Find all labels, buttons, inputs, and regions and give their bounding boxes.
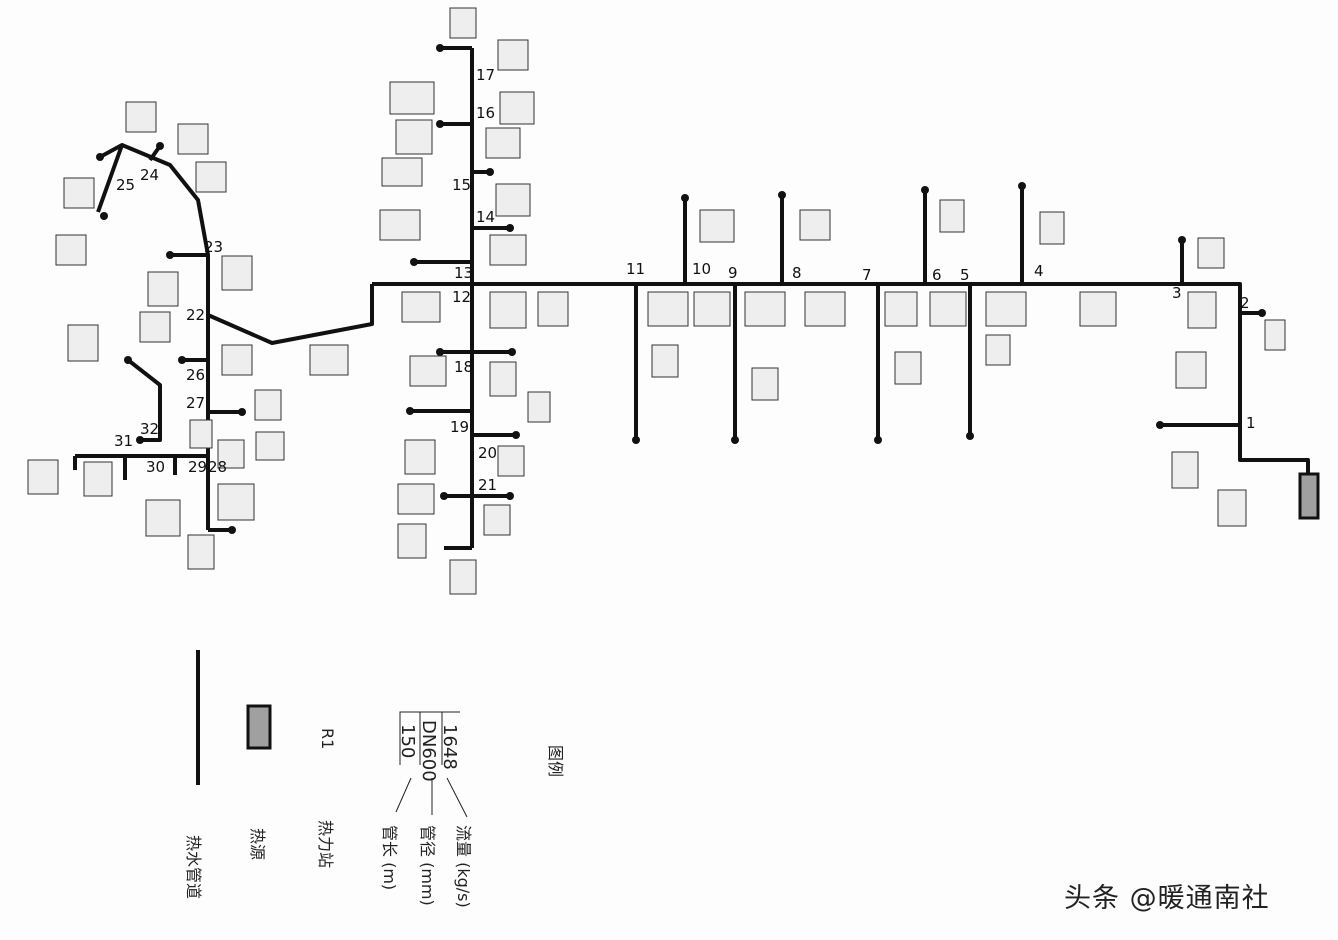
node-32: 32 bbox=[140, 420, 159, 438]
node-15: 15 bbox=[452, 176, 471, 194]
legend-length-label: 管长 (m) bbox=[380, 825, 399, 890]
legend-title: 图例 bbox=[546, 745, 565, 777]
node-7: 7 bbox=[862, 266, 872, 284]
heat-source-icon bbox=[1298, 472, 1320, 520]
node-31: 31 bbox=[114, 432, 133, 450]
node-9: 9 bbox=[728, 264, 738, 282]
legend-source-label: 热源 bbox=[248, 828, 267, 860]
node-1: 1 bbox=[1246, 414, 1256, 432]
node-10: 10 bbox=[692, 260, 711, 278]
node-25: 25 bbox=[116, 176, 135, 194]
legend-sample-flow: 1648 bbox=[439, 724, 460, 770]
node-12: 12 bbox=[452, 288, 471, 306]
legend-sample-length: 150 bbox=[397, 724, 418, 758]
legend-source-icon bbox=[246, 704, 272, 750]
watermark: 头条 @暖通南社 bbox=[1064, 883, 1270, 914]
node-labels: 1 2 3 4 5 6 7 8 9 10 11 12 13 14 15 16 1… bbox=[114, 66, 1256, 494]
node-16: 16 bbox=[476, 104, 495, 122]
node-8: 8 bbox=[792, 264, 802, 282]
node-18: 18 bbox=[454, 358, 473, 376]
node-2: 2 bbox=[1240, 294, 1250, 312]
node-3: 3 bbox=[1172, 284, 1182, 302]
end-points bbox=[96, 44, 1266, 534]
node-6: 6 bbox=[932, 266, 942, 284]
legend-dn-label: 管径 (mm) bbox=[418, 825, 437, 906]
node-24: 24 bbox=[140, 166, 159, 184]
legend-station-label: 热力站 bbox=[316, 820, 335, 868]
node-21: 21 bbox=[478, 476, 497, 494]
node-26: 26 bbox=[186, 366, 205, 384]
legend-pipe-label: 热水管道 bbox=[184, 835, 203, 899]
node-5: 5 bbox=[960, 266, 970, 284]
node-19: 19 bbox=[450, 418, 469, 436]
node-20: 20 bbox=[478, 444, 497, 462]
station-tags bbox=[27, 7, 1286, 595]
main-pipes bbox=[73, 46, 1310, 550]
node-13: 13 bbox=[454, 264, 473, 282]
node-23: 23 bbox=[204, 238, 223, 256]
legend: 热水管道 热源 R1 热力站 1648 DN600 150 流量 (kg/s) … bbox=[184, 650, 565, 908]
legend-flow-label: 流量 (kg/s) bbox=[454, 825, 473, 908]
node-22: 22 bbox=[186, 306, 205, 324]
node-28: 28 bbox=[208, 458, 227, 476]
node-11: 11 bbox=[626, 260, 645, 278]
legend-sample-dn: DN600 bbox=[418, 720, 439, 782]
node-17: 17 bbox=[476, 66, 495, 84]
node-4: 4 bbox=[1034, 262, 1044, 280]
legend-station-code: R1 bbox=[318, 728, 337, 749]
node-29: 29 bbox=[188, 458, 207, 476]
node-30: 30 bbox=[146, 458, 165, 476]
node-27: 27 bbox=[186, 394, 205, 412]
node-14: 14 bbox=[476, 208, 495, 226]
